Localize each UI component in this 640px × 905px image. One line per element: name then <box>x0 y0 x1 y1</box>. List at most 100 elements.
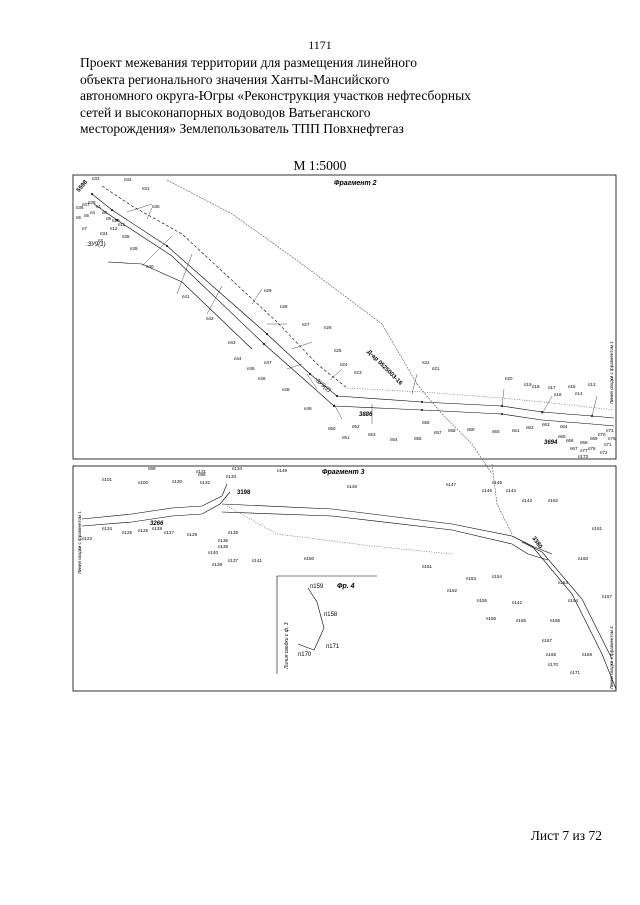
point-label: п169 <box>582 652 592 657</box>
point-label: п61 <box>512 428 520 433</box>
title-line-5: месторождения» Землепользователь ТПП Пов… <box>80 121 404 136</box>
point-label: п152 <box>447 588 457 593</box>
leader-lines <box>126 203 598 424</box>
fragment-2-frame <box>72 174 617 460</box>
point-label: п170 <box>548 662 558 667</box>
point-label: п75 <box>608 436 616 441</box>
point-label: п131 <box>196 469 206 474</box>
cadastral-label-3886: 3886 <box>359 412 373 418</box>
parcel-label-zu9-2: :ЗУ9(2) <box>313 377 332 394</box>
point-label: п47 <box>264 360 272 365</box>
point-label: п124 <box>102 526 112 531</box>
point-label: п62 <box>526 425 534 430</box>
point-label: п22 <box>422 360 430 365</box>
point-label: п27 <box>302 322 310 327</box>
point-label: п159 <box>310 584 324 590</box>
fragment-3: Фрагмент 3 Линия сводки с фрагментом 1 Л… <box>72 463 617 692</box>
fragment-4-outline <box>297 587 325 651</box>
point-label: п139 <box>212 562 222 567</box>
fragment-2: Фрагмент 2 Линия сводки с фрагментом 1 <box>72 174 617 475</box>
cadastral-label-3694: 3694 <box>544 440 558 446</box>
fragment-4: Фр. 4 Линия сводки с ф. 3 п159 п158 п171… <box>276 575 377 674</box>
point-label: п3 <box>98 238 103 243</box>
fragment-3-frame <box>72 465 617 692</box>
point-label: п150 <box>304 556 314 561</box>
point-label: п1 <box>96 204 101 209</box>
point-label: п163 <box>558 580 568 585</box>
title-line-1: Проект межевания территории для размещен… <box>80 55 417 70</box>
pipeline-corridor-3 <box>81 463 617 690</box>
point-label: п138 <box>218 544 228 549</box>
point-label: п77 <box>580 448 588 453</box>
point-label: п160 <box>578 556 588 561</box>
point-label: п45 <box>247 366 255 371</box>
point-label: п143 <box>522 498 532 503</box>
point-label: п23 <box>354 370 362 375</box>
title-line-3: автономного округа-Югры «Реконструкция у… <box>80 88 471 103</box>
point-label: п36 <box>76 205 84 210</box>
point-label: п101 <box>102 477 112 482</box>
point-label: п164 <box>568 598 578 603</box>
point-label: п135 <box>228 530 238 535</box>
point-label: п52 <box>352 424 360 429</box>
point-label: п173 <box>578 454 588 459</box>
point-label: п98 <box>198 472 206 477</box>
point-label: п21 <box>432 366 440 371</box>
point-label: п66 <box>566 438 574 443</box>
point-label: п161 <box>592 526 602 531</box>
point-label: п65 <box>558 434 566 439</box>
point-label: п60 <box>492 429 500 434</box>
point-label: п39 <box>130 246 138 251</box>
fragment-2-point-labels: п1 п3 п4 п5 п6 п7 п8 п9 п10 п11 п12 п13 … <box>76 176 616 459</box>
page-number: 1171 <box>308 38 332 52</box>
point-label: п171 <box>326 644 340 650</box>
fragment-2-edge-label: Линия сводки с фрагментом 1 <box>609 341 614 404</box>
point-label: п48 <box>282 387 290 392</box>
point-label: п64 <box>560 424 568 429</box>
point-label: п142 <box>512 600 522 605</box>
point-label: п170 <box>298 652 312 658</box>
point-label: п11 <box>118 222 126 227</box>
point-label: п26 <box>324 325 332 330</box>
point-label: п7 <box>82 226 87 231</box>
point-label: п49 <box>304 406 312 411</box>
point-label: п24 <box>340 362 348 367</box>
point-label: п145 <box>492 480 502 485</box>
title-line-4: сетей и высоконапорных водоводов Ватьега… <box>80 104 371 120</box>
point-label: п126 <box>138 528 148 533</box>
point-label: п30 <box>152 204 160 209</box>
point-label: п20 <box>505 376 513 381</box>
point-label: п56 <box>422 420 430 425</box>
document-title: Проект межевания территории для размещен… <box>80 55 560 138</box>
point-label: п156 <box>486 616 496 621</box>
point-label: п168 <box>546 652 556 657</box>
point-label: п25 <box>334 348 342 353</box>
point-label: п137 <box>228 558 238 563</box>
point-label: п146 <box>482 488 492 493</box>
point-label: п10 <box>112 218 120 223</box>
point-label: п148 <box>347 484 357 489</box>
sheet-number: Лист 7 из 72 <box>530 828 602 843</box>
point-label: п151 <box>422 564 432 569</box>
point-markers <box>91 193 593 417</box>
point-label: п43 <box>228 340 236 345</box>
point-label: п17 <box>548 385 556 390</box>
point-label: п57 <box>434 430 442 435</box>
point-label: п44 <box>234 356 242 361</box>
point-label: п34 <box>100 231 108 236</box>
point-label: п32 <box>124 177 132 182</box>
point-label: п167 <box>542 638 552 643</box>
map-scale: М 1:5000 <box>293 158 347 173</box>
point-label: п71 <box>604 442 612 447</box>
point-label: п28 <box>280 304 288 309</box>
point-label: п53 <box>368 432 376 437</box>
point-label: п50 <box>328 426 336 431</box>
point-label: п40 <box>146 264 154 269</box>
point-label: п6 <box>76 215 81 220</box>
point-label: п162 <box>548 498 558 503</box>
point-label: п158 <box>324 612 338 618</box>
point-label: п154 <box>492 574 502 579</box>
survey-map: Фрагмент 2 Линия сводки с фрагментом 1 <box>72 174 617 692</box>
road-label: Д-ар 0525003-16 <box>366 349 404 387</box>
point-label: п8 <box>102 210 107 215</box>
